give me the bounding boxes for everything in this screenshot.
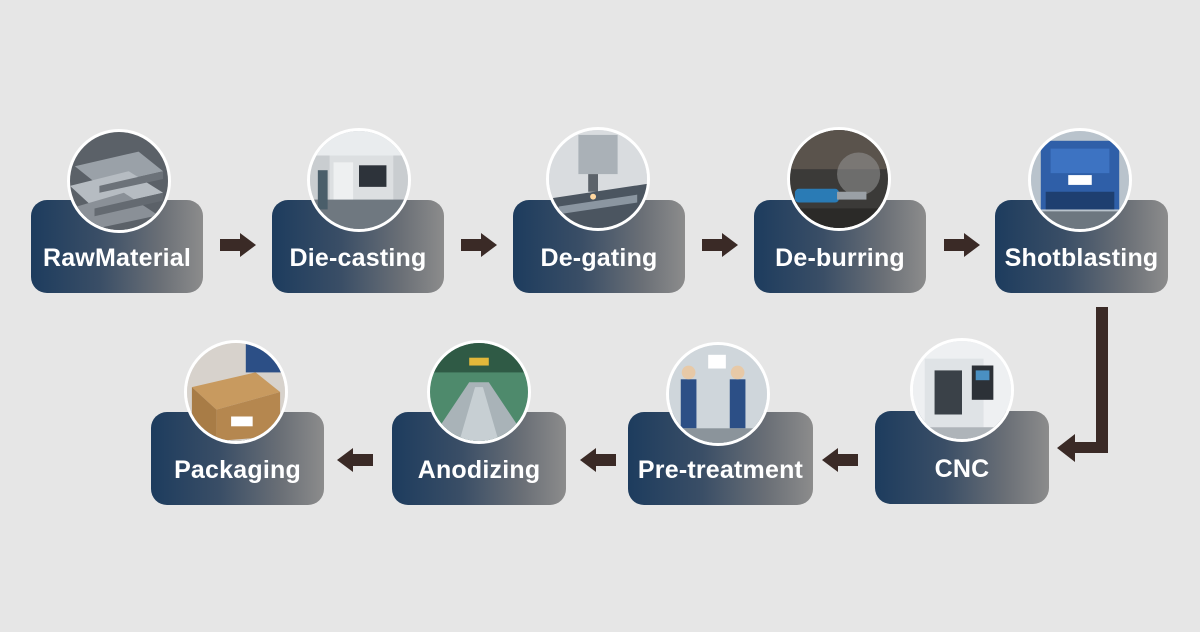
step-raw-material: RawMaterial [31,129,203,293]
step-label: De-gating [540,244,658,272]
metal-ingots-photo [67,129,171,233]
step-shotblasting: Shotblasting [995,128,1168,293]
pretreatment-workers-photo [666,342,770,446]
arrow-right-icon [220,233,256,257]
arrow-left-icon [822,448,858,472]
step-label: RawMaterial [42,244,192,272]
elbow-arrow-icon [1057,307,1108,462]
arrow-right-icon [702,233,738,257]
step-de-burring: De-burring [754,127,926,293]
anodizing-line-photo [427,340,531,444]
step-de-gating: De-gating [513,127,685,293]
arrow-left-icon [580,448,616,472]
step-pre-treatment: Pre-treatment [628,342,813,505]
step-packaging: Packaging [151,340,324,505]
step-label: De-burring [775,244,905,272]
step-anodizing: Anodizing [392,340,566,505]
step-label: Pre-treatment [637,456,804,484]
step-label: Anodizing [417,456,541,484]
shotblasting-machine-photo [1028,128,1132,232]
arrow-right-icon [461,233,497,257]
step-die-casting: Die-casting [272,128,444,293]
step-label: CNC [934,455,990,483]
step-cnc: CNC [875,338,1049,504]
arrow-right-icon [944,233,980,257]
step-label: Shotblasting [1004,244,1159,272]
step-label: Die-casting [289,244,427,272]
arrow-left-icon [337,448,373,472]
deburring-worker-photo [787,127,891,231]
cnc-machine-photo [910,338,1014,442]
step-label: Packaging [174,456,301,484]
packaging-box-photo [184,340,288,444]
degating-machine-photo [546,127,650,231]
die-casting-machine-photo [307,128,411,232]
